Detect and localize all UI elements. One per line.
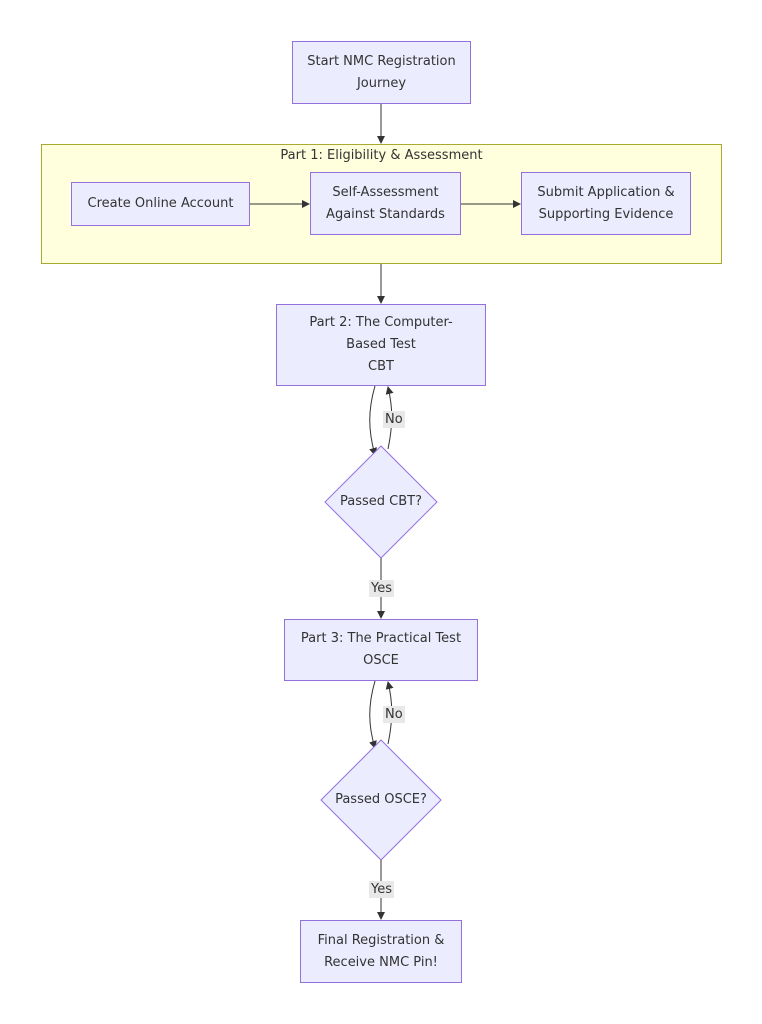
start-node: Start NMC Registration Journey xyxy=(292,41,471,104)
self-assessment-node-line-1: Self-Assessment xyxy=(332,184,439,200)
start-node-line-2: Journey xyxy=(356,75,407,91)
osce-node-line-2: OSCE xyxy=(363,653,399,668)
edge-osce-to-decision xyxy=(369,680,377,749)
final-node-line-2: Receive NMC Pin! xyxy=(324,954,438,970)
start-node-line-1: Start NMC Registration xyxy=(307,53,456,69)
edge-cbt-to-decision xyxy=(369,385,377,456)
passed-osce-label: Passed OSCE? xyxy=(335,792,427,807)
cbt-node: Part 2: The Computer- Based Test CBT xyxy=(276,304,486,386)
submit-application-node-line-1: Submit Application & xyxy=(537,184,675,200)
osce-no-label: No xyxy=(383,706,405,723)
cbt-node-line-1: Part 2: The Computer- xyxy=(309,315,453,330)
final-node: Final Registration & Receive NMC Pin! xyxy=(300,920,462,983)
osce-node: Part 3: The Practical Test OSCE xyxy=(284,619,478,681)
self-assessment-node: Self-Assessment Against Standards xyxy=(310,172,461,235)
final-node-line-1: Final Registration & xyxy=(317,932,445,948)
osce-yes-label: Yes xyxy=(369,881,394,898)
part1-cluster-title: Part 1: Eligibility & Assessment xyxy=(280,148,483,163)
cbt-no-label: No xyxy=(383,411,405,428)
create-account-node: Create Online Account xyxy=(71,182,250,226)
cbt-node-line-2: Based Test xyxy=(346,337,416,352)
cbt-node-line-3: CBT xyxy=(368,359,394,374)
submit-application-node-line-2: Supporting Evidence xyxy=(538,206,674,222)
submit-application-node: Submit Application & Supporting Evidence xyxy=(521,172,691,235)
osce-node-line-1: Part 3: The Practical Test xyxy=(300,631,462,646)
cbt-yes-label: Yes xyxy=(369,580,394,597)
self-assessment-node-line-2: Against Standards xyxy=(326,206,445,222)
create-account-node-line-1: Create Online Account xyxy=(87,196,234,211)
passed-cbt-label: Passed CBT? xyxy=(340,494,422,509)
